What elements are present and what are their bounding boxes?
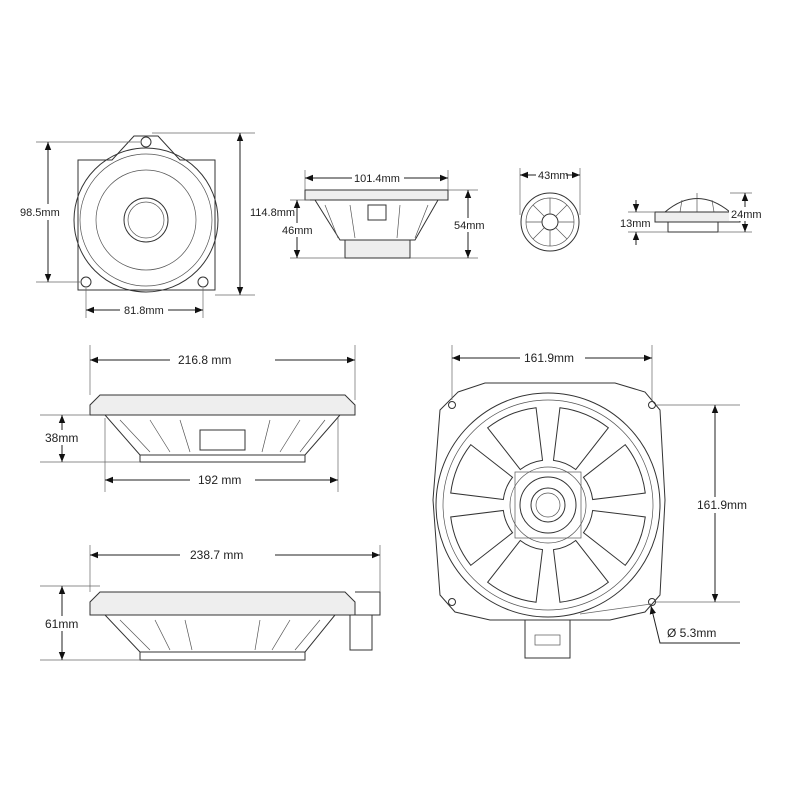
dim-label-238-7: 238.7 mm <box>190 548 243 562</box>
dim-label-24: 24mm <box>731 209 762 221</box>
tweeter-front-view: 43mm <box>519 168 581 252</box>
dim-label-114-8: 114.8mm <box>250 207 295 219</box>
dim-label-161-9-h: 161.9mm <box>524 351 574 365</box>
dim-label-61: 61mm <box>45 617 78 631</box>
woofer-front-view: 161.9mm 161.9mm Ø 5.3mm <box>432 345 758 659</box>
dim-label-54: 54mm <box>454 220 485 232</box>
woofer-a-side-view: 216.8 mm 38mm 192 mm <box>40 345 356 492</box>
dim-label-192: 192 mm <box>198 473 241 487</box>
woofer-cone-window <box>552 539 610 603</box>
dim-label-13: 13mm <box>620 218 651 230</box>
dim-label-98-5: 98.5mm <box>20 207 60 219</box>
woofer-b-side-view: 238.7 mm 61mm <box>40 545 381 661</box>
woofer-cone-window <box>582 443 646 501</box>
dim-label-43: 43mm <box>538 170 569 182</box>
dim-label-38: 38mm <box>45 431 78 445</box>
woofer-cone-window <box>552 407 610 471</box>
dim-label-81-8: 81.8mm <box>124 305 164 317</box>
woofer-cone-window <box>486 407 544 471</box>
midrange-front-view: 98.5mm 114.8mm 81.8mm <box>18 132 295 318</box>
woofer-cone-window <box>582 509 646 567</box>
dim-label-161-9-v: 161.9mm <box>697 498 747 512</box>
woofer-cone-window <box>450 443 514 501</box>
woofer-cone-window <box>450 509 514 567</box>
tweeter-side-view: 13mm 24mm <box>620 192 765 245</box>
woofer-cone-window <box>486 539 544 603</box>
midrange-side-view: 101.4mm 46mm 54mm <box>281 170 485 259</box>
dim-label-101-4: 101.4mm <box>354 173 400 185</box>
dim-label-216-8: 216.8 mm <box>178 353 231 367</box>
dim-label-hole-diameter: Ø 5.3mm <box>667 626 716 640</box>
dim-label-46: 46mm <box>282 225 313 237</box>
